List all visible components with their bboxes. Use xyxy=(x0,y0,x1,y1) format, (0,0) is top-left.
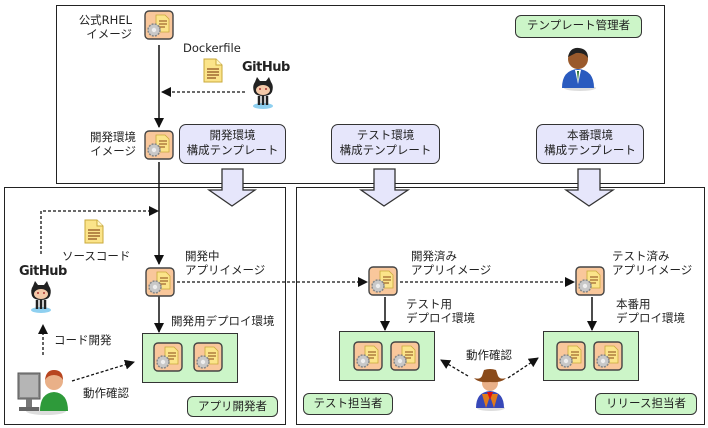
label-tester-verify: 動作確認 xyxy=(466,348,512,362)
dev-deploy-container-icon-1 xyxy=(153,342,183,372)
role-app-developer: アプリ開発者 xyxy=(187,396,278,417)
role-release-manager: リリース担当者 xyxy=(595,393,697,415)
label-developed-app-image-line1: 開発済み xyxy=(411,249,457,263)
label-dev-env-image: 開発環境 イメージ xyxy=(70,130,136,158)
label-prod-deploy-env: 本番用 デプロイ環境 xyxy=(616,297,685,325)
source-code-document-icon xyxy=(84,219,104,244)
arrow-verify-test xyxy=(440,359,469,377)
label-dev-env-image-line2: イメージ xyxy=(90,144,136,158)
dev-app-image-icon xyxy=(145,267,175,297)
template-dev-line1: 開発環境 xyxy=(209,128,256,142)
arrow-github-source-code xyxy=(40,206,159,254)
arrow-dev-verify xyxy=(71,359,135,382)
label-official-rhel-line1: 公式RHEL xyxy=(78,13,132,27)
label-developed-app-image: 開発済み アプリイメージ xyxy=(411,249,491,277)
label-code-dev: コード開発 xyxy=(54,333,112,347)
prod-deploy-container-icon-1 xyxy=(556,341,586,371)
label-developed-app-image-line2: アプリイメージ xyxy=(411,263,492,277)
test-deploy-container-icon-1 xyxy=(353,341,383,371)
label-dev-app-image-line1: 開発中 xyxy=(185,249,220,263)
tester-avatar-icon xyxy=(474,369,506,411)
label-prod-deploy-env-line1: 本番用 xyxy=(616,297,651,311)
label-source-code: ソースコード xyxy=(62,249,131,263)
test-deploy-container-icon-2 xyxy=(390,341,420,371)
template-prod: 本番環境 構成テンプレート xyxy=(536,124,644,164)
template-prod-line2: 構成テンプレート xyxy=(544,143,636,157)
role-template-admin: テンプレート管理者 xyxy=(515,15,642,38)
block-arrow-dev xyxy=(206,168,258,207)
test-release-frame xyxy=(296,187,705,425)
template-admin-avatar-icon xyxy=(562,47,596,91)
developed-app-image-icon xyxy=(368,266,398,296)
label-dev-app-image-line2: アプリイメージ xyxy=(185,263,266,277)
label-prod-deploy-env-line2: デプロイ環境 xyxy=(616,311,685,325)
label-tested-app-image-line2: アプリイメージ xyxy=(612,263,693,277)
app-developer-avatar-icon xyxy=(17,370,68,415)
label-tested-app-image-line1: テスト済み xyxy=(612,249,670,263)
label-dockerfile: Dockerfile xyxy=(183,41,241,55)
github-label-top: GitHub xyxy=(242,60,290,75)
template-test: テスト環境 構成テンプレート xyxy=(331,124,440,164)
github-octocat-icon-top xyxy=(253,77,273,109)
label-test-deploy-env: テスト用 デプロイ環境 xyxy=(406,297,475,325)
label-official-rhel: 公式RHEL イメージ xyxy=(70,13,132,41)
github-label-left: GitHub xyxy=(19,264,67,279)
dev-deploy-container-icon-2 xyxy=(193,342,223,372)
github-octocat-icon-left xyxy=(31,281,51,313)
official-rhel-image-icon xyxy=(144,10,174,40)
role-tester: テスト担当者 xyxy=(303,393,393,415)
label-dev-verify: 動作確認 xyxy=(83,386,129,400)
prod-deploy-container-icon-2 xyxy=(593,341,623,371)
arrow-verify-prod xyxy=(507,357,539,379)
label-dev-env-image-line1: 開発環境 xyxy=(90,130,136,144)
template-dev-line2: 構成テンプレート xyxy=(186,143,279,157)
template-prod-line1: 本番環境 xyxy=(567,128,613,142)
block-arrow-prod xyxy=(563,168,616,207)
label-tested-app-image: テスト済み アプリイメージ xyxy=(612,249,692,277)
block-arrow-test xyxy=(358,168,411,207)
tested-app-image-icon xyxy=(575,266,605,296)
label-dev-app-image: 開発中 アプリイメージ xyxy=(185,249,265,277)
label-official-rhel-line2: イメージ xyxy=(86,27,132,41)
template-test-line2: 構成テンプレート xyxy=(339,143,432,157)
label-test-deploy-env-line1: テスト用 xyxy=(406,297,452,311)
dockerfile-document-icon xyxy=(203,58,223,83)
template-dev: 開発環境 構成テンプレート xyxy=(179,124,286,164)
template-test-line1: テスト環境 xyxy=(356,128,415,142)
dev-env-image-icon xyxy=(144,130,174,160)
label-dev-deploy-env: 開発用デプロイ環境 xyxy=(171,314,275,328)
label-test-deploy-env-line2: デプロイ環境 xyxy=(406,311,475,325)
